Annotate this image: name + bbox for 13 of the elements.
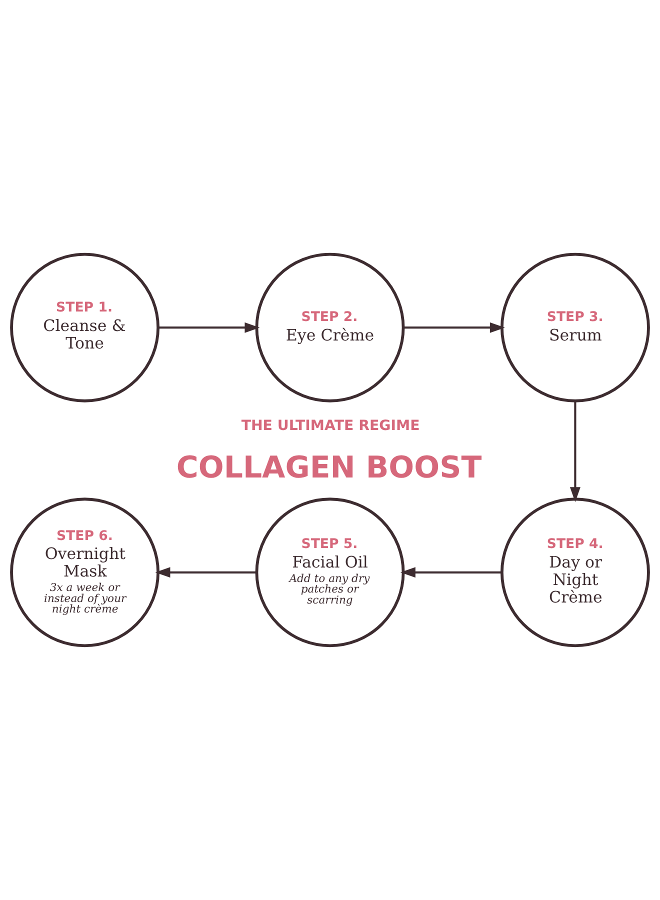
label: THE ULTIMATE REGIME [241,418,420,434]
node-circle: STEP 6. Overnight Mask 3x a week or instead of your night crème [10,498,160,648]
arrow [570,400,580,502]
node-circle: STEP 4. Day or Night Crème [500,498,650,648]
node-circle: STEP 1. Cleanse & Tone [10,252,160,402]
arrow [400,567,502,578]
node-circle: STEP 2. Eye Crème [255,252,405,402]
arrow [404,322,505,333]
node-circle: STEP 3. Serum [500,252,650,402]
arrow [155,567,257,578]
label: COLLAGEN BOOST [176,450,482,486]
node-circle: STEP 5. Facial Oil Add to any dry patches or scarring [255,498,405,648]
arrow [158,322,260,333]
